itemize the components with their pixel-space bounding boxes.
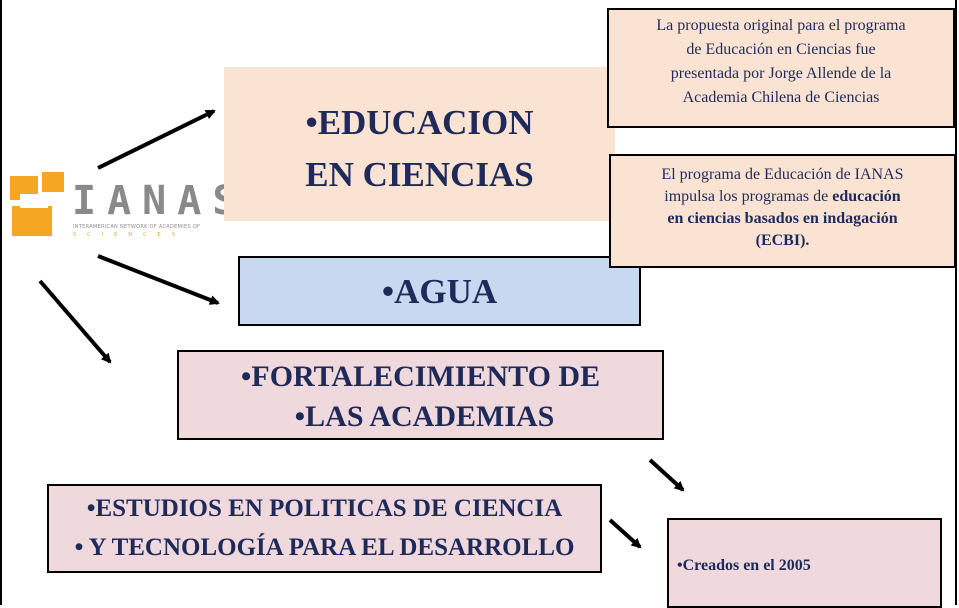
box-agua: •AGUA	[238, 256, 641, 326]
arrow-to-educacion	[97, 109, 216, 170]
arrow-to-agua	[97, 254, 220, 305]
box-educacion-en-ciencias: •EDUCACION EN CIENCIAS	[224, 67, 615, 221]
ianas-logo-text: IANAS	[72, 178, 248, 224]
note2-line-2-text: impulsa los programas de	[664, 188, 833, 205]
note2-line-2: impulsa los programas de educación	[611, 186, 954, 208]
ianas-logo-mark-icon	[10, 172, 64, 236]
note2-bold-1: educación	[832, 188, 901, 205]
note2-bold-2: en ciencias basados en indagación	[667, 210, 898, 227]
note1-line-2: de Educación en Ciencias fue	[686, 41, 876, 58]
box-creados: •Creados en el 2005	[667, 518, 942, 608]
ianas-logo-subtitle: INTERAMERICAN NETWORK OF ACADEMIES OF	[73, 224, 201, 230]
note2-line-3: en ciencias basados en indagación	[611, 208, 954, 230]
educacion-line-2: EN CIENCIAS	[305, 155, 534, 194]
note2-line-1: El programa de Educación de IANAS	[661, 166, 904, 183]
creados-label: •Creados en el 2005	[677, 557, 811, 574]
note-propuesta-original: La propuesta original para el programa d…	[607, 8, 955, 128]
fortalecimiento-line-2: •LAS ACADEMIAS	[294, 400, 555, 433]
fortalecimiento-line-1: •FORTALECIMIENTO DE	[240, 360, 601, 393]
educacion-line-1: •EDUCACION	[305, 103, 534, 142]
ianas-logo-subtitle-2: SCIENCES	[73, 232, 186, 238]
arrow-to-fortalecimiento	[38, 279, 112, 364]
arrow-to-creados	[608, 518, 642, 549]
note2-bold-3: (ECBI).	[755, 232, 810, 249]
note-programa-ecbi: El programa de Educación de IANAS impuls…	[609, 154, 956, 268]
estudios-line-2: • Y TECNOLOGÍA PARA EL DESARROLLO	[74, 534, 575, 561]
agua-label: •AGUA	[381, 272, 498, 311]
arrow-fortalecimiento-down	[648, 458, 685, 492]
note1-line-3: presentada por Jorge Allende de la	[670, 65, 892, 82]
note1-line-1: La propuesta original para el programa	[656, 17, 906, 34]
box-fortalecimiento: •FORTALECIMIENTO DE •LAS ACADEMIAS	[177, 350, 664, 440]
box-estudios: •ESTUDIOS EN POLITICAS DE CIENCIA • Y TE…	[47, 484, 602, 573]
estudios-line-1: •ESTUDIOS EN POLITICAS DE CIENCIA	[86, 495, 563, 522]
note1-line-4: Academia Chilena de Ciencias	[682, 89, 880, 106]
note2-line-4: (ECBI).	[611, 230, 954, 252]
